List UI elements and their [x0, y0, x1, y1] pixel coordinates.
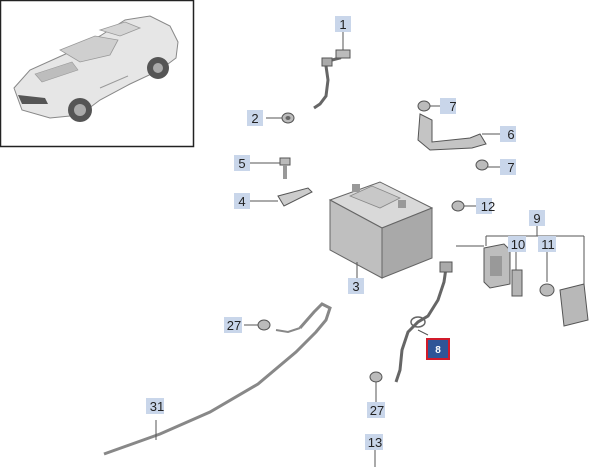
callout-2-label: 2: [251, 111, 258, 126]
callout-1[interactable]: 1: [335, 16, 351, 32]
callout-13[interactable]: 13: [365, 434, 383, 450]
part-8-ground-cable: [394, 261, 453, 383]
callout-10[interactable]: 10: [508, 236, 526, 252]
callout-4[interactable]: 4: [234, 193, 250, 209]
part-7-nut-upper: [417, 100, 440, 112]
callout-9[interactable]: 9: [529, 210, 545, 226]
part-27-nut-lower: [369, 371, 383, 402]
vehicle-thumbnail: [0, 0, 195, 148]
part-4-bracket: [250, 187, 313, 207]
callout-31-label: 31: [150, 399, 164, 414]
callout-7-lower[interactable]: 7: [500, 159, 516, 175]
part-9-fuse-assembly: [456, 226, 589, 327]
part-6-bracket: [417, 113, 500, 151]
car-illustration: [13, 15, 179, 122]
part-3-battery: [328, 181, 434, 279]
callout-11-label: 11: [541, 237, 555, 252]
callout-9-label: 9: [533, 211, 540, 226]
callout-2[interactable]: 2: [247, 110, 263, 126]
callout-27-lower-label: 27: [370, 403, 384, 418]
callout-1-label: 1: [339, 17, 346, 32]
callout-27-upper-label: 27: [227, 318, 241, 333]
callout-12-label: 12: [481, 199, 495, 214]
callout-7-upper-label: 7: [449, 99, 456, 114]
callout-27-lower[interactable]: 27: [367, 402, 385, 418]
callout-8-selected[interactable]: 8: [426, 338, 450, 360]
part-31-long-cable: [103, 302, 332, 456]
callout-6[interactable]: 6: [500, 126, 516, 142]
part-12-nut: [451, 200, 476, 212]
part-1-cable: [313, 32, 351, 110]
callout-4-label: 4: [238, 194, 245, 209]
callout-11[interactable]: 11: [538, 236, 556, 252]
callout-5[interactable]: 5: [234, 155, 250, 171]
callout-31[interactable]: 31: [146, 398, 164, 414]
callout-27-upper[interactable]: 27: [224, 317, 242, 333]
callout-3[interactable]: 3: [348, 278, 364, 294]
part-7-nut-lower: [475, 159, 500, 171]
callout-12[interactable]: 12: [476, 198, 495, 214]
callout-8-label: 8: [435, 345, 441, 356]
callout-5-label: 5: [238, 156, 245, 171]
callout-3-label: 3: [352, 279, 359, 294]
callout-10-label: 10: [511, 237, 525, 252]
callout-6-label: 6: [507, 127, 514, 142]
callout-7-lower-label: 7: [507, 160, 514, 175]
callout-7-upper[interactable]: 7: [440, 98, 457, 114]
part-5-bolt: [250, 157, 291, 179]
callout-13-label: 13: [368, 435, 382, 450]
part-27-nut-upper: [244, 319, 271, 331]
part-2-nut: [266, 112, 295, 124]
